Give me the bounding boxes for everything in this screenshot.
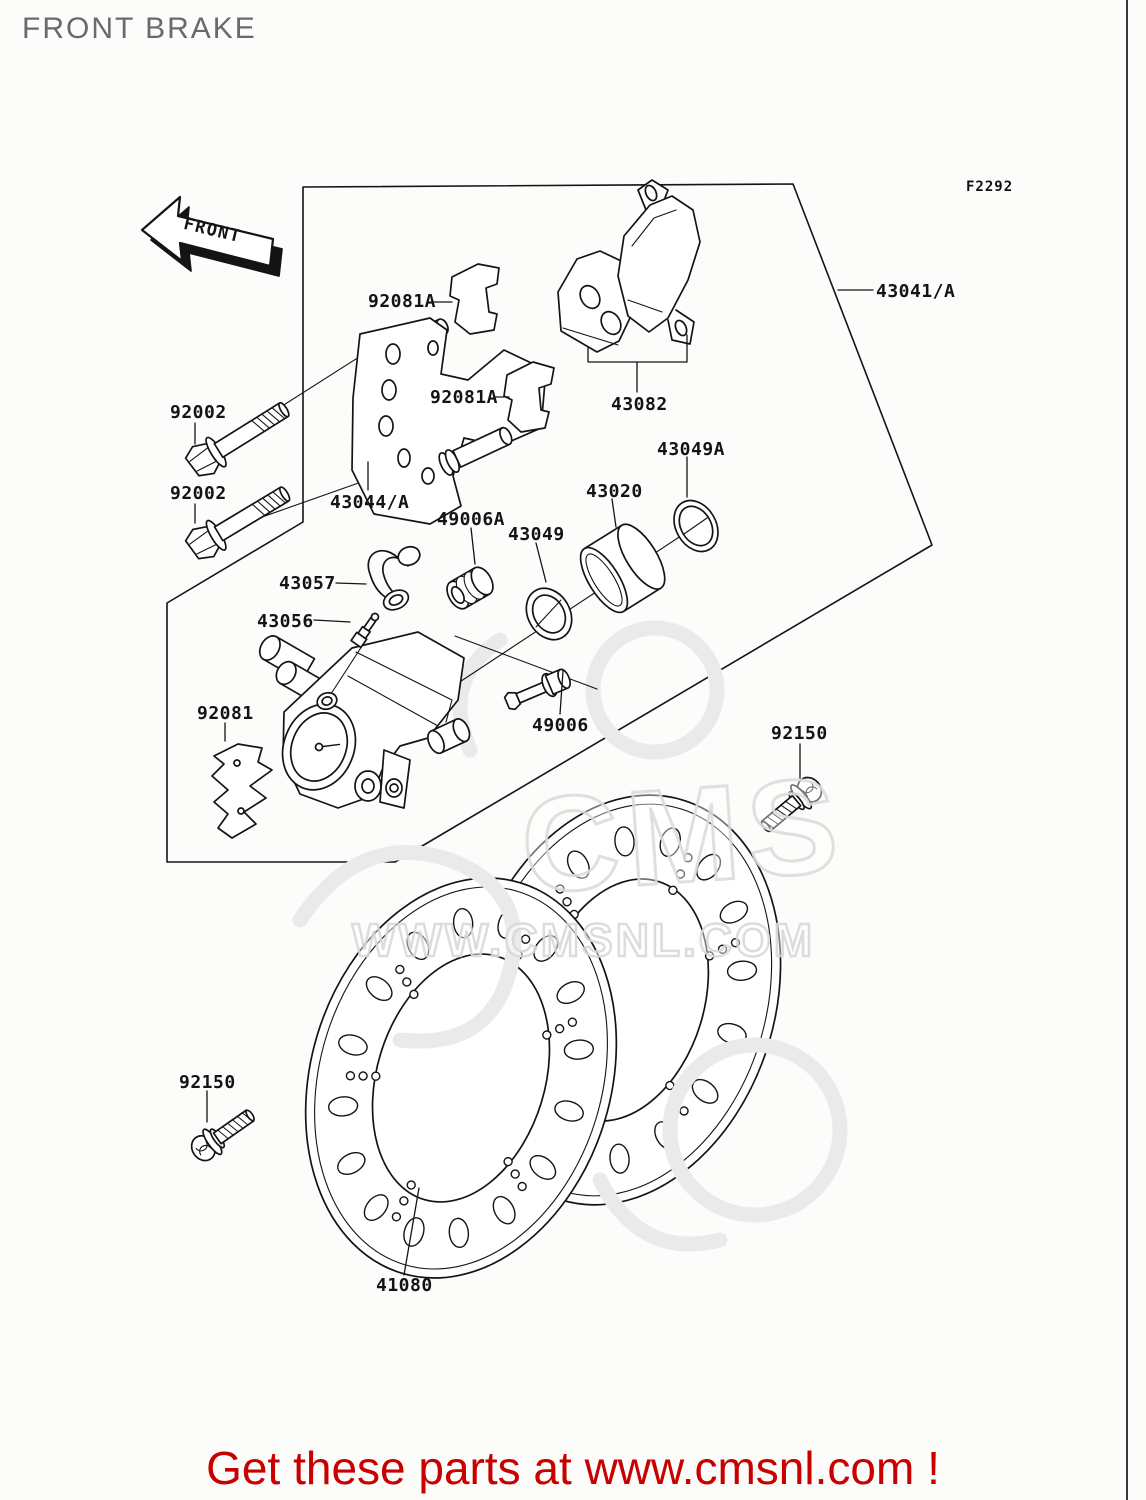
bleed-valve bbox=[350, 612, 380, 649]
part-label-49006: 49006 bbox=[532, 715, 589, 736]
right-border-line bbox=[1126, 0, 1128, 1500]
part-label-43049A: 43049A bbox=[657, 439, 726, 460]
part-label-43041-A: 43041/A bbox=[876, 281, 956, 302]
part-label-43082: 43082 bbox=[611, 394, 668, 415]
part-label-92081A-upper: 92081A bbox=[368, 291, 437, 312]
caliper-piston bbox=[579, 523, 666, 614]
watermark-url-text: WWW.CMSNL.COM bbox=[352, 914, 815, 966]
part-label-92150-right: 92150 bbox=[771, 723, 828, 744]
leader-lines bbox=[194, 289, 874, 1276]
part-label-92002-lower: 92002 bbox=[170, 483, 227, 504]
watermark-logo-shape bbox=[292, 620, 848, 1252]
footer-promo-text: Get these parts at www.cmsnl.com ! bbox=[206, 1442, 940, 1494]
part-label-43044-A: 43044/A bbox=[330, 492, 410, 513]
pin-boot bbox=[446, 566, 494, 610]
part-label-43056: 43056 bbox=[257, 611, 314, 632]
caliper-body bbox=[258, 631, 471, 809]
part-label-43057: 43057 bbox=[279, 573, 336, 594]
part-label-92081: 92081 bbox=[197, 703, 254, 724]
figure-code: F2292 bbox=[966, 179, 1014, 195]
caliper-assembly-outline bbox=[166, 183, 933, 863]
part-label-92150-left: 92150 bbox=[179, 1072, 236, 1093]
watermark-text: CMS WWW.CMSNL.COM bbox=[351, 747, 852, 967]
part-label-41080: 41080 bbox=[376, 1275, 433, 1296]
part-label-49006A: 49006A bbox=[437, 509, 506, 530]
disc-screw-left bbox=[184, 1100, 262, 1168]
part-label-92081A-lower: 92081A bbox=[430, 387, 499, 408]
part-label-43020: 43020 bbox=[586, 481, 643, 502]
watermark-logo-text: CMS bbox=[516, 749, 850, 922]
part-label-43049: 43049 bbox=[508, 524, 565, 545]
pad-clip-lower bbox=[503, 361, 555, 433]
part-label-92002-upper: 92002 bbox=[170, 402, 227, 423]
bleed-valve-cap bbox=[367, 545, 421, 611]
pad-spring bbox=[211, 743, 273, 839]
pad-clip-upper bbox=[449, 263, 500, 335]
brake-pads bbox=[557, 179, 701, 353]
brake-disc-front bbox=[304, 877, 618, 1279]
front-direction-arrow: FRONT bbox=[140, 195, 283, 277]
caliper-bracket bbox=[351, 317, 547, 525]
page-title: FRONT BRAKE bbox=[22, 12, 257, 45]
